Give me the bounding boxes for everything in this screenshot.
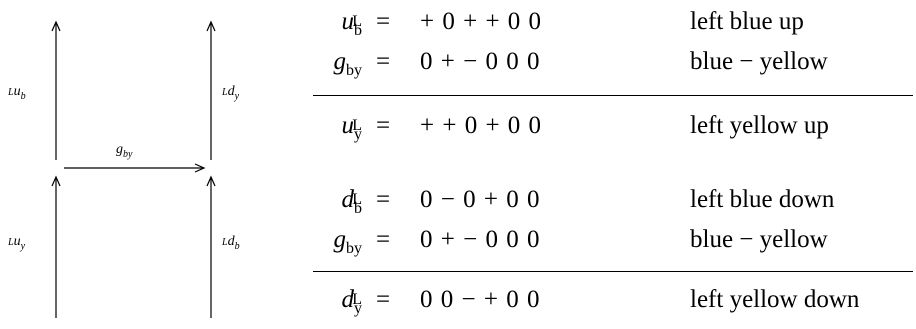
eq-prefix: L <box>352 13 362 30</box>
eq-symbol: g <box>333 48 347 75</box>
label-bottom-left: Luy <box>8 234 26 252</box>
eq-symbol: u <box>341 112 355 139</box>
label-top-right: Ldy <box>222 84 240 102</box>
eq-symbol: d <box>341 186 355 213</box>
equation-row-2: gby = 0 + − 0 0 0 blue − yellow <box>0 42 916 82</box>
arrowhead-horizontal <box>194 163 206 173</box>
equals-sign: = <box>376 8 391 35</box>
description: blue − yellow <box>690 48 828 75</box>
divider-top <box>313 95 913 96</box>
equation-row-5: gby = 0 + − 0 0 0 blue − yellow <box>0 220 916 260</box>
equals-sign: = <box>376 48 391 75</box>
eq-prefix: L <box>352 291 362 308</box>
eq-subscript: b <box>354 200 362 217</box>
label-middle: gby <box>116 142 133 160</box>
divider-bottom <box>313 271 913 272</box>
label-bottom-right: Ldb <box>222 234 240 252</box>
eq-prefix: L <box>352 117 362 134</box>
arrowhead-bottom-right <box>206 175 216 187</box>
description: left yellow down <box>690 286 860 313</box>
charge-signs: 0 − 0 + 0 0 <box>420 186 540 213</box>
arrowhead-bottom-left <box>51 175 61 187</box>
charge-signs: 0 + − 0 0 0 <box>420 226 540 253</box>
eq-subscript: b <box>354 22 362 39</box>
description: left yellow up <box>690 112 829 139</box>
eq-symbol: u <box>341 8 355 35</box>
charge-signs: + 0 + + 0 0 <box>420 8 542 35</box>
description: left blue down <box>690 186 835 213</box>
eq-symbol: g <box>333 226 347 253</box>
eq-subscript: y <box>354 126 362 143</box>
eq-subscript: by <box>346 240 362 257</box>
eq-prefix: L <box>352 191 362 208</box>
arrowhead-top-left <box>51 20 61 32</box>
equals-sign: = <box>376 112 391 139</box>
quark-arrow-diagram <box>51 20 216 318</box>
eq-subscript: by <box>346 62 362 79</box>
arrowhead-top-right <box>206 20 216 32</box>
eq-symbol: d <box>341 286 355 313</box>
description: left blue up <box>690 8 804 35</box>
label-top-left: Lub <box>8 84 26 102</box>
equals-sign: = <box>376 186 391 213</box>
charge-signs: + + 0 + 0 0 <box>420 112 542 139</box>
equals-sign: = <box>376 286 391 313</box>
eq-subscript: y <box>354 300 362 317</box>
description: blue − yellow <box>690 226 828 253</box>
charge-signs: 0 + − 0 0 0 <box>420 48 540 75</box>
equals-sign: = <box>376 226 391 253</box>
charge-signs: 0 0 − + 0 0 <box>420 286 540 313</box>
